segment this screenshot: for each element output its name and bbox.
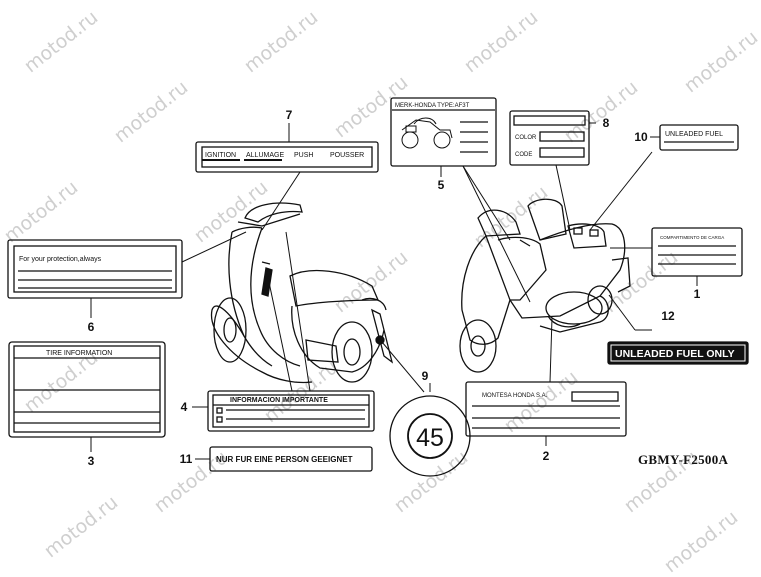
callout-8: 8 — [603, 116, 610, 130]
label7-word2: ALLUMAGE — [246, 152, 284, 159]
callout-9: 9 — [422, 369, 429, 383]
label2-text: MONTESA HONDA S.A. — [482, 393, 548, 399]
callout-6: 6 — [88, 320, 95, 334]
label3-text: TIRE INFORMATION — [46, 350, 112, 357]
callout-3: 3 — [88, 454, 95, 468]
label10-text: UNLEADED FUEL — [665, 131, 723, 138]
callout-5: 5 — [438, 178, 445, 192]
callout-12: 12 — [661, 309, 675, 323]
callout-1: 1 — [694, 287, 701, 301]
label5-header: MERK-HONDA TYPE:AF3T — [395, 103, 470, 109]
right-scooter-drawing — [459, 198, 631, 373]
label4-text: INFORMACION IMPORTANTE — [230, 397, 328, 404]
label12-text: UNLEADED FUEL ONLY — [615, 348, 735, 360]
atv-icon — [401, 117, 453, 149]
label11-text: NUR FUR EINE PERSON GEEIGNET — [216, 455, 353, 464]
label7-word4: POUSSER — [330, 152, 364, 159]
label1-text: COMPARTIMENTO DE CARGA — [660, 235, 724, 240]
label8-code: CODE — [515, 152, 532, 158]
left-scooter-drawing — [210, 202, 394, 384]
label6-text: For your protection,always — [19, 256, 102, 263]
label8-color: COLOR — [515, 135, 537, 141]
callout-11: 11 — [180, 452, 193, 466]
callout-4: 4 — [181, 400, 188, 414]
diagram-code: GBMY-F2500A — [638, 452, 729, 467]
callout-7: 7 — [286, 108, 293, 122]
callout-2: 2 — [543, 449, 550, 463]
label7-word1: IGNITION — [205, 152, 236, 159]
callout-10: 10 — [634, 130, 648, 144]
leader-lines — [90, 122, 698, 460]
label7-word3: PUSH — [294, 152, 313, 159]
label9-speed: 45 — [416, 424, 444, 452]
